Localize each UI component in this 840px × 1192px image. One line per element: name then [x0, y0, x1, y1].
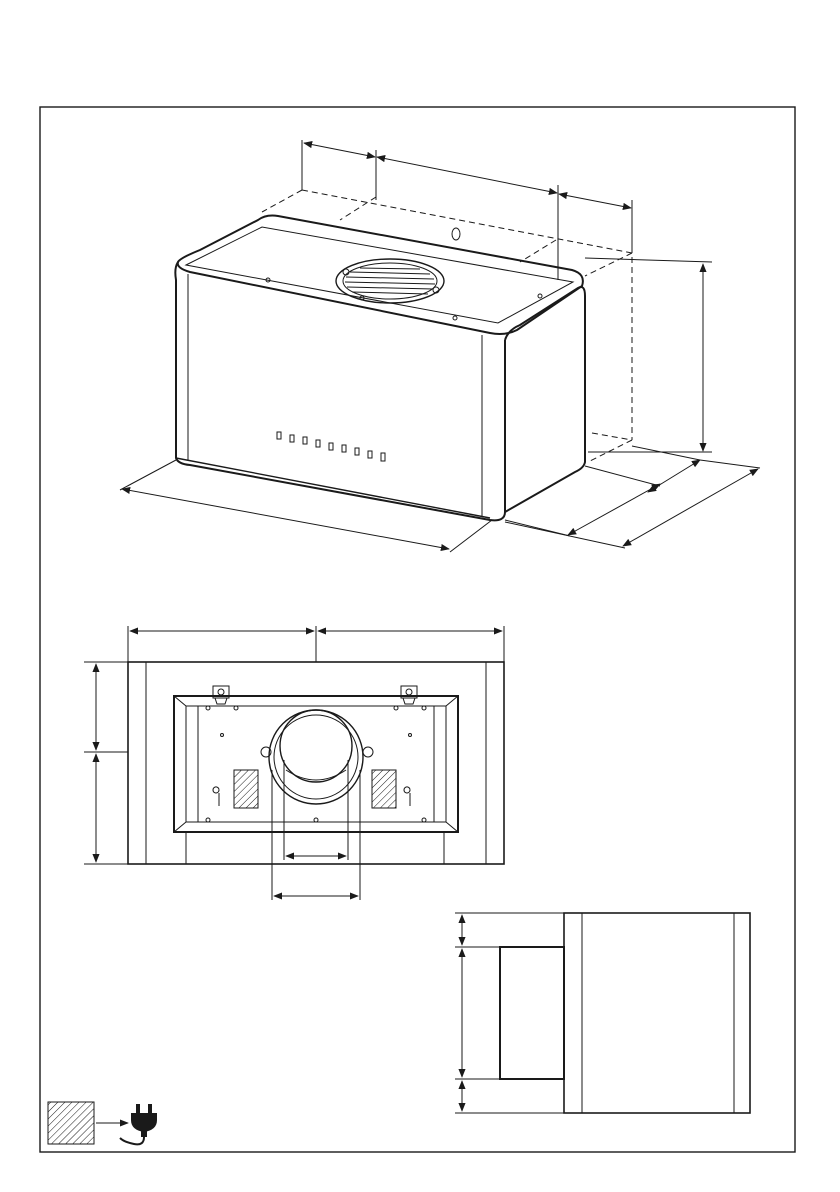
legend — [48, 1102, 157, 1144]
dim-depth-front — [568, 484, 660, 535]
dim-top-depth-middle — [377, 157, 557, 193]
control-panel — [277, 432, 385, 461]
bottom-view — [84, 626, 504, 900]
control-button — [381, 453, 385, 461]
dim-top-depth-right — [559, 194, 631, 208]
side-view — [455, 913, 750, 1113]
dim-width — [122, 489, 449, 549]
hatched-area-icon — [48, 1102, 94, 1144]
control-button — [316, 440, 320, 447]
cable-hole — [452, 228, 460, 240]
dim-top-depth-left — [304, 143, 375, 157]
control-button — [303, 437, 307, 444]
control-button — [355, 448, 359, 455]
control-button — [277, 432, 281, 439]
side-duct-box — [500, 947, 564, 1079]
control-button — [368, 451, 372, 458]
installation-envelope-dashed — [262, 190, 632, 462]
hood-body — [175, 216, 585, 521]
control-button — [342, 445, 346, 452]
side-panel — [564, 913, 750, 1113]
perspective-view — [120, 140, 760, 552]
exhaust-grille — [336, 259, 444, 303]
electrical-zone-right — [372, 770, 396, 808]
control-button — [290, 435, 294, 442]
control-button — [329, 443, 333, 450]
electrical-zone-left — [234, 770, 258, 808]
dim-depth-total — [623, 469, 758, 546]
power-plug-icon — [120, 1104, 157, 1144]
bottom-panel — [128, 662, 504, 864]
dim-depth-inner — [648, 460, 700, 492]
